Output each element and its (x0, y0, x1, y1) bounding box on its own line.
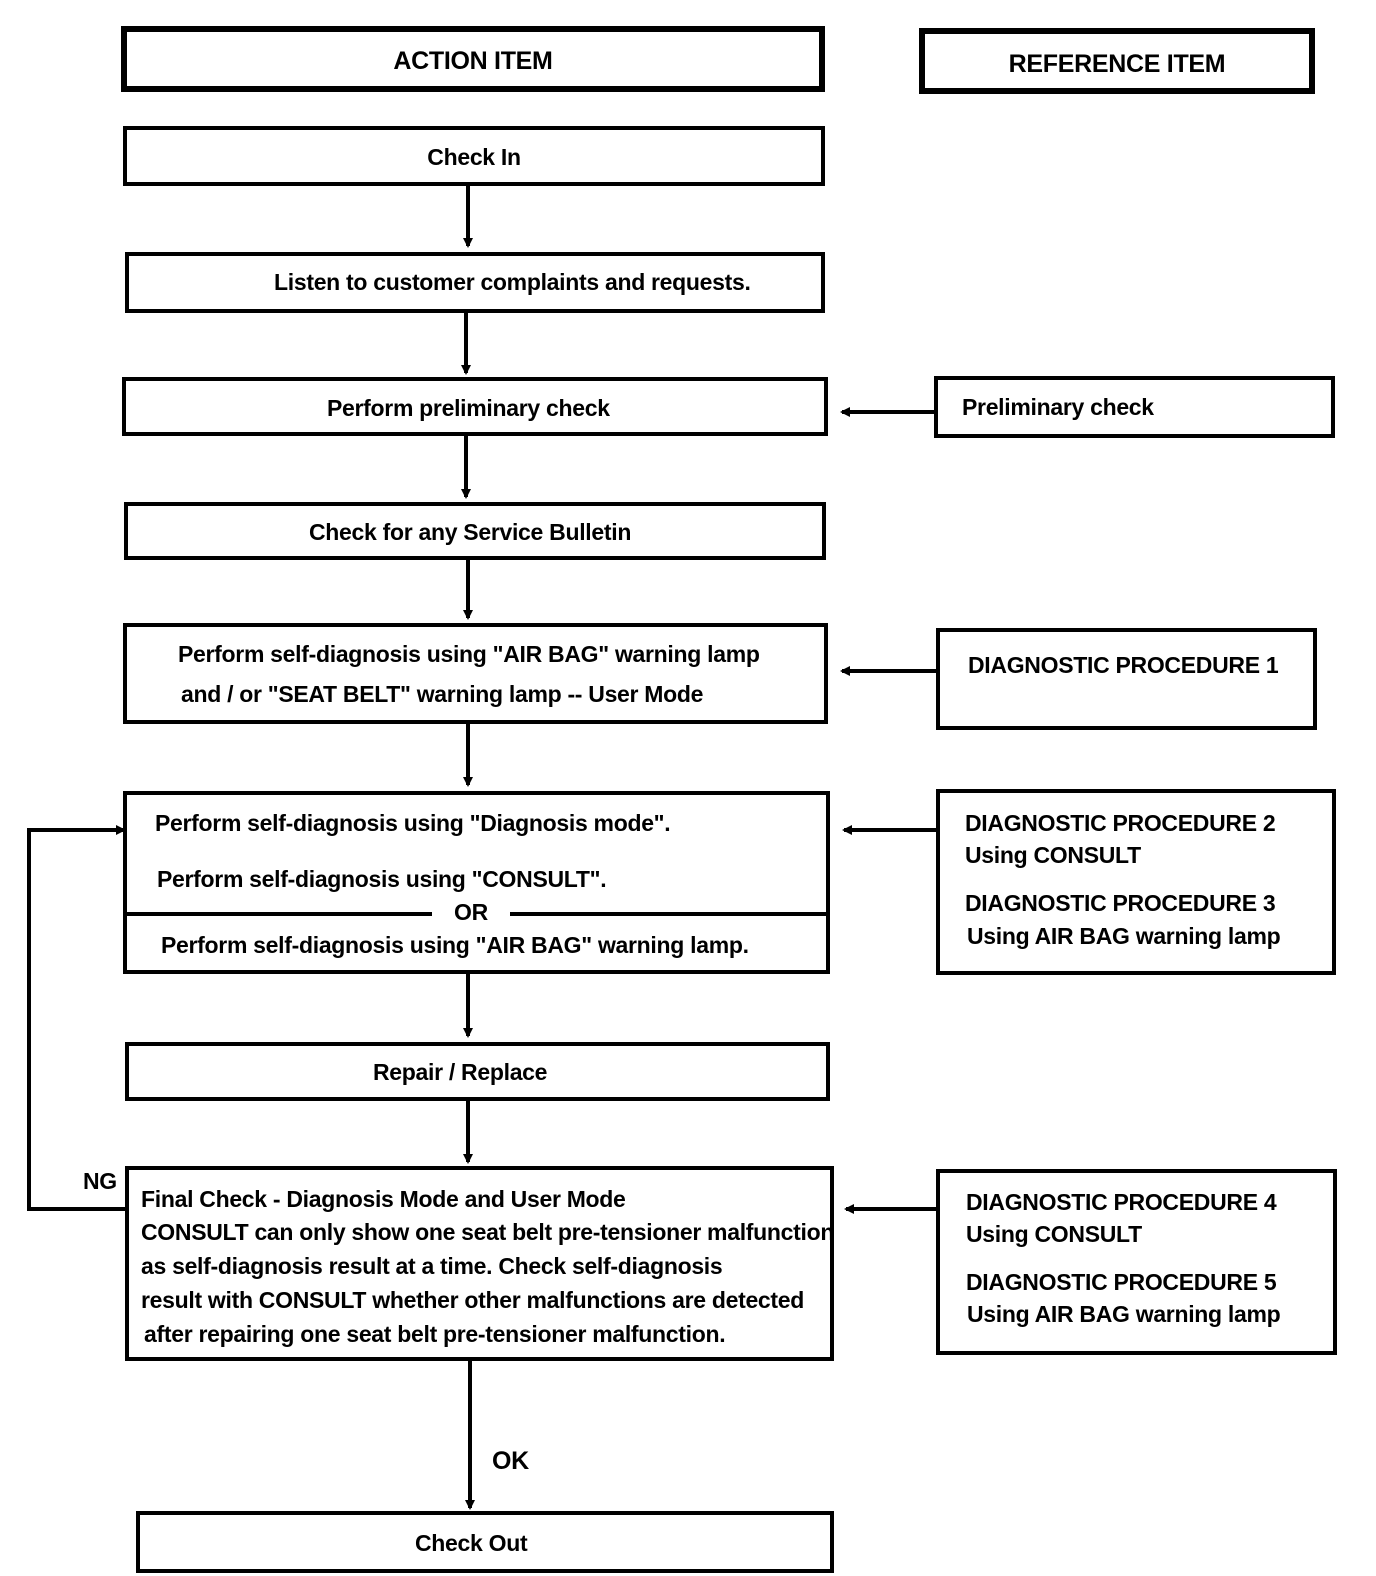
ref-diagnostic-procedure-2-3: DIAGNOSTIC PROCEDURE 2 Using CONSULT DIA… (936, 789, 1336, 975)
action-item-header: ACTION ITEM (121, 26, 825, 92)
action-item-label: ACTION ITEM (393, 47, 553, 75)
or-label: OR (454, 899, 488, 925)
ref-proc4-label: DIAGNOSTIC PROCEDURE 4 (966, 1189, 1277, 1215)
diag-mode-line: Perform self-diagnosis using "Diagnosis … (155, 810, 671, 836)
step-preliminary-label: Perform preliminary check (327, 395, 610, 421)
ref-proc1-label: DIAGNOSTIC PROCEDURE 1 (968, 652, 1279, 678)
step-check-in-label: Check In (427, 144, 521, 170)
reference-item-label: REFERENCE ITEM (1008, 50, 1226, 78)
step-diagnosis-mode: Perform self-diagnosis using "Diagnosis … (123, 791, 830, 974)
step-check-out: Check Out (136, 1511, 834, 1573)
self-diag-line-1: Perform self-diagnosis using "AIR BAG" w… (178, 641, 760, 667)
ok-label: OK (492, 1447, 529, 1475)
airbag-lamp-line: Perform self-diagnosis using "AIR BAG" w… (161, 932, 749, 958)
ref-preliminary-label: Preliminary check (962, 394, 1154, 420)
ng-label: NG (83, 1168, 117, 1194)
step-service-bulletin: Check for any Service Bulletin (124, 502, 826, 560)
ref-proc4-sub: Using CONSULT (966, 1221, 1142, 1247)
step-listen: Listen to customer complaints and reques… (125, 252, 825, 313)
consult-line: Perform self-diagnosis using "CONSULT". (157, 866, 607, 892)
step-service-bulletin-label: Check for any Service Bulletin (309, 519, 632, 545)
ref-proc2-label: DIAGNOSTIC PROCEDURE 2 (965, 810, 1276, 836)
final-line-2: CONSULT can only show one seat belt pre-… (141, 1219, 835, 1245)
step-final-check: Final Check - Diagnosis Mode and User Mo… (125, 1166, 834, 1361)
ref-diagnostic-procedure-4-5: DIAGNOSTIC PROCEDURE 4 Using CONSULT DIA… (936, 1169, 1337, 1355)
step-preliminary: Perform preliminary check (122, 377, 828, 436)
ref-diagnostic-procedure-1: DIAGNOSTIC PROCEDURE 1 (936, 628, 1317, 730)
final-line-5: after repairing one seat belt pre-tensio… (144, 1321, 726, 1347)
ref-proc3-sub: Using AIR BAG warning lamp (967, 923, 1281, 949)
final-line-3: as self-diagnosis result at a time. Chec… (141, 1253, 723, 1279)
ng-loop-line (27, 825, 127, 1211)
ref-preliminary-check: Preliminary check (934, 376, 1335, 438)
final-line-4: result with CONSULT whether other malfun… (141, 1287, 805, 1313)
step-repair-label: Repair / Replace (373, 1059, 548, 1085)
step-listen-label: Listen to customer complaints and reques… (274, 269, 751, 295)
self-diag-line-2: and / or "SEAT BELT" warning lamp -- Use… (181, 681, 704, 707)
ref-proc2-sub: Using CONSULT (965, 842, 1141, 868)
ref-proc5-sub: Using AIR BAG warning lamp (967, 1301, 1281, 1327)
reference-item-header: REFERENCE ITEM (919, 28, 1315, 94)
step-check-in: Check In (123, 126, 825, 186)
step-repair-replace: Repair / Replace (125, 1042, 830, 1101)
step-check-out-label: Check Out (415, 1530, 528, 1556)
final-line-1: Final Check - Diagnosis Mode and User Mo… (141, 1186, 626, 1212)
ref-proc3-label: DIAGNOSTIC PROCEDURE 3 (965, 890, 1276, 916)
ref-proc5-label: DIAGNOSTIC PROCEDURE 5 (966, 1269, 1277, 1295)
step-self-diagnosis-user-mode: Perform self-diagnosis using "AIR BAG" w… (123, 623, 828, 724)
